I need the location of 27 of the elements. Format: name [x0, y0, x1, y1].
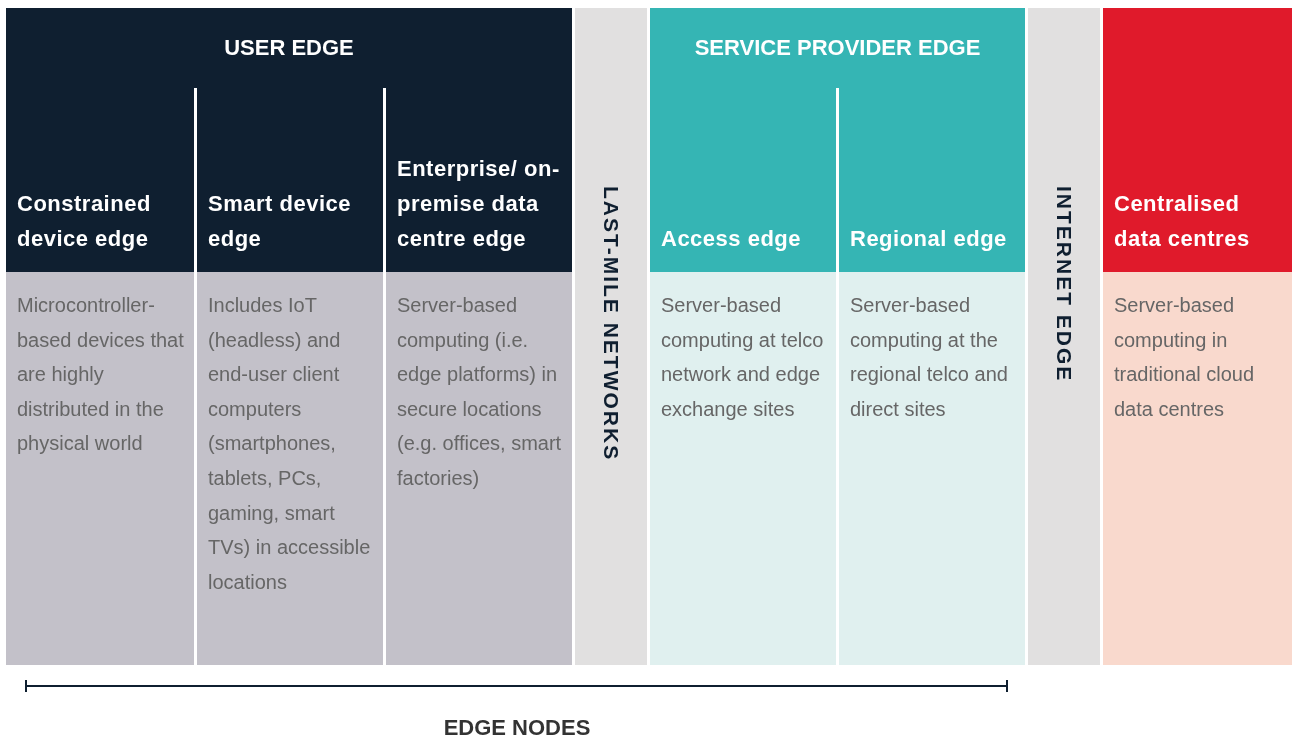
edge-tier-column — [197, 88, 383, 665]
tier-heading: Enterprise/ on-premise data centre edge — [397, 155, 561, 253]
tier-description: Server-based computing at the regional telco and direct sites — [850, 293, 1009, 422]
tier-description: Server-based computing at telco network and edge exchange sites — [661, 293, 825, 422]
band-title: INTERNET EDGE — [1052, 186, 1076, 383]
network-band — [1028, 8, 1100, 665]
edge-tier-column — [386, 88, 572, 665]
edge-category-panel — [650, 8, 1025, 665]
edge-tier-column — [6, 88, 194, 665]
band-title: LAST-MILE NETWORKS — [599, 186, 623, 462]
edge-tier-column — [650, 88, 836, 665]
tier-heading: Constrained device edge — [17, 190, 152, 253]
tier-heading: Centralised data centres — [1114, 190, 1251, 253]
edge-tier-column — [839, 88, 1025, 665]
bracket-label: EDGE NODES — [442, 715, 592, 741]
edge-category-panel — [6, 8, 572, 665]
tier-heading: Regional edge — [850, 225, 1007, 253]
tier-description: Microcontroller-based devices that are highly distributed in the physical world — [17, 293, 185, 457]
network-band — [575, 8, 647, 665]
tier-heading: Access edge — [661, 225, 802, 253]
category-title: SERVICE PROVIDER EDGE — [694, 35, 981, 61]
tier-description: Server-based computing in traditional cloud data centres — [1114, 293, 1256, 422]
tier-description: Server-based computing (i.e. edge platforms) in secure locations (e.g. offices, smart factories) — [397, 293, 563, 491]
tier-description: Includes IoT (headless) and end-user client computers (smartphones, tablets, PCs, gaming, smart TVs) in accessible locations — [208, 293, 372, 595]
edge-tier-column — [1103, 8, 1292, 665]
category-title: USER EDGE — [224, 35, 354, 61]
tier-heading: Smart device edge — [208, 190, 352, 253]
